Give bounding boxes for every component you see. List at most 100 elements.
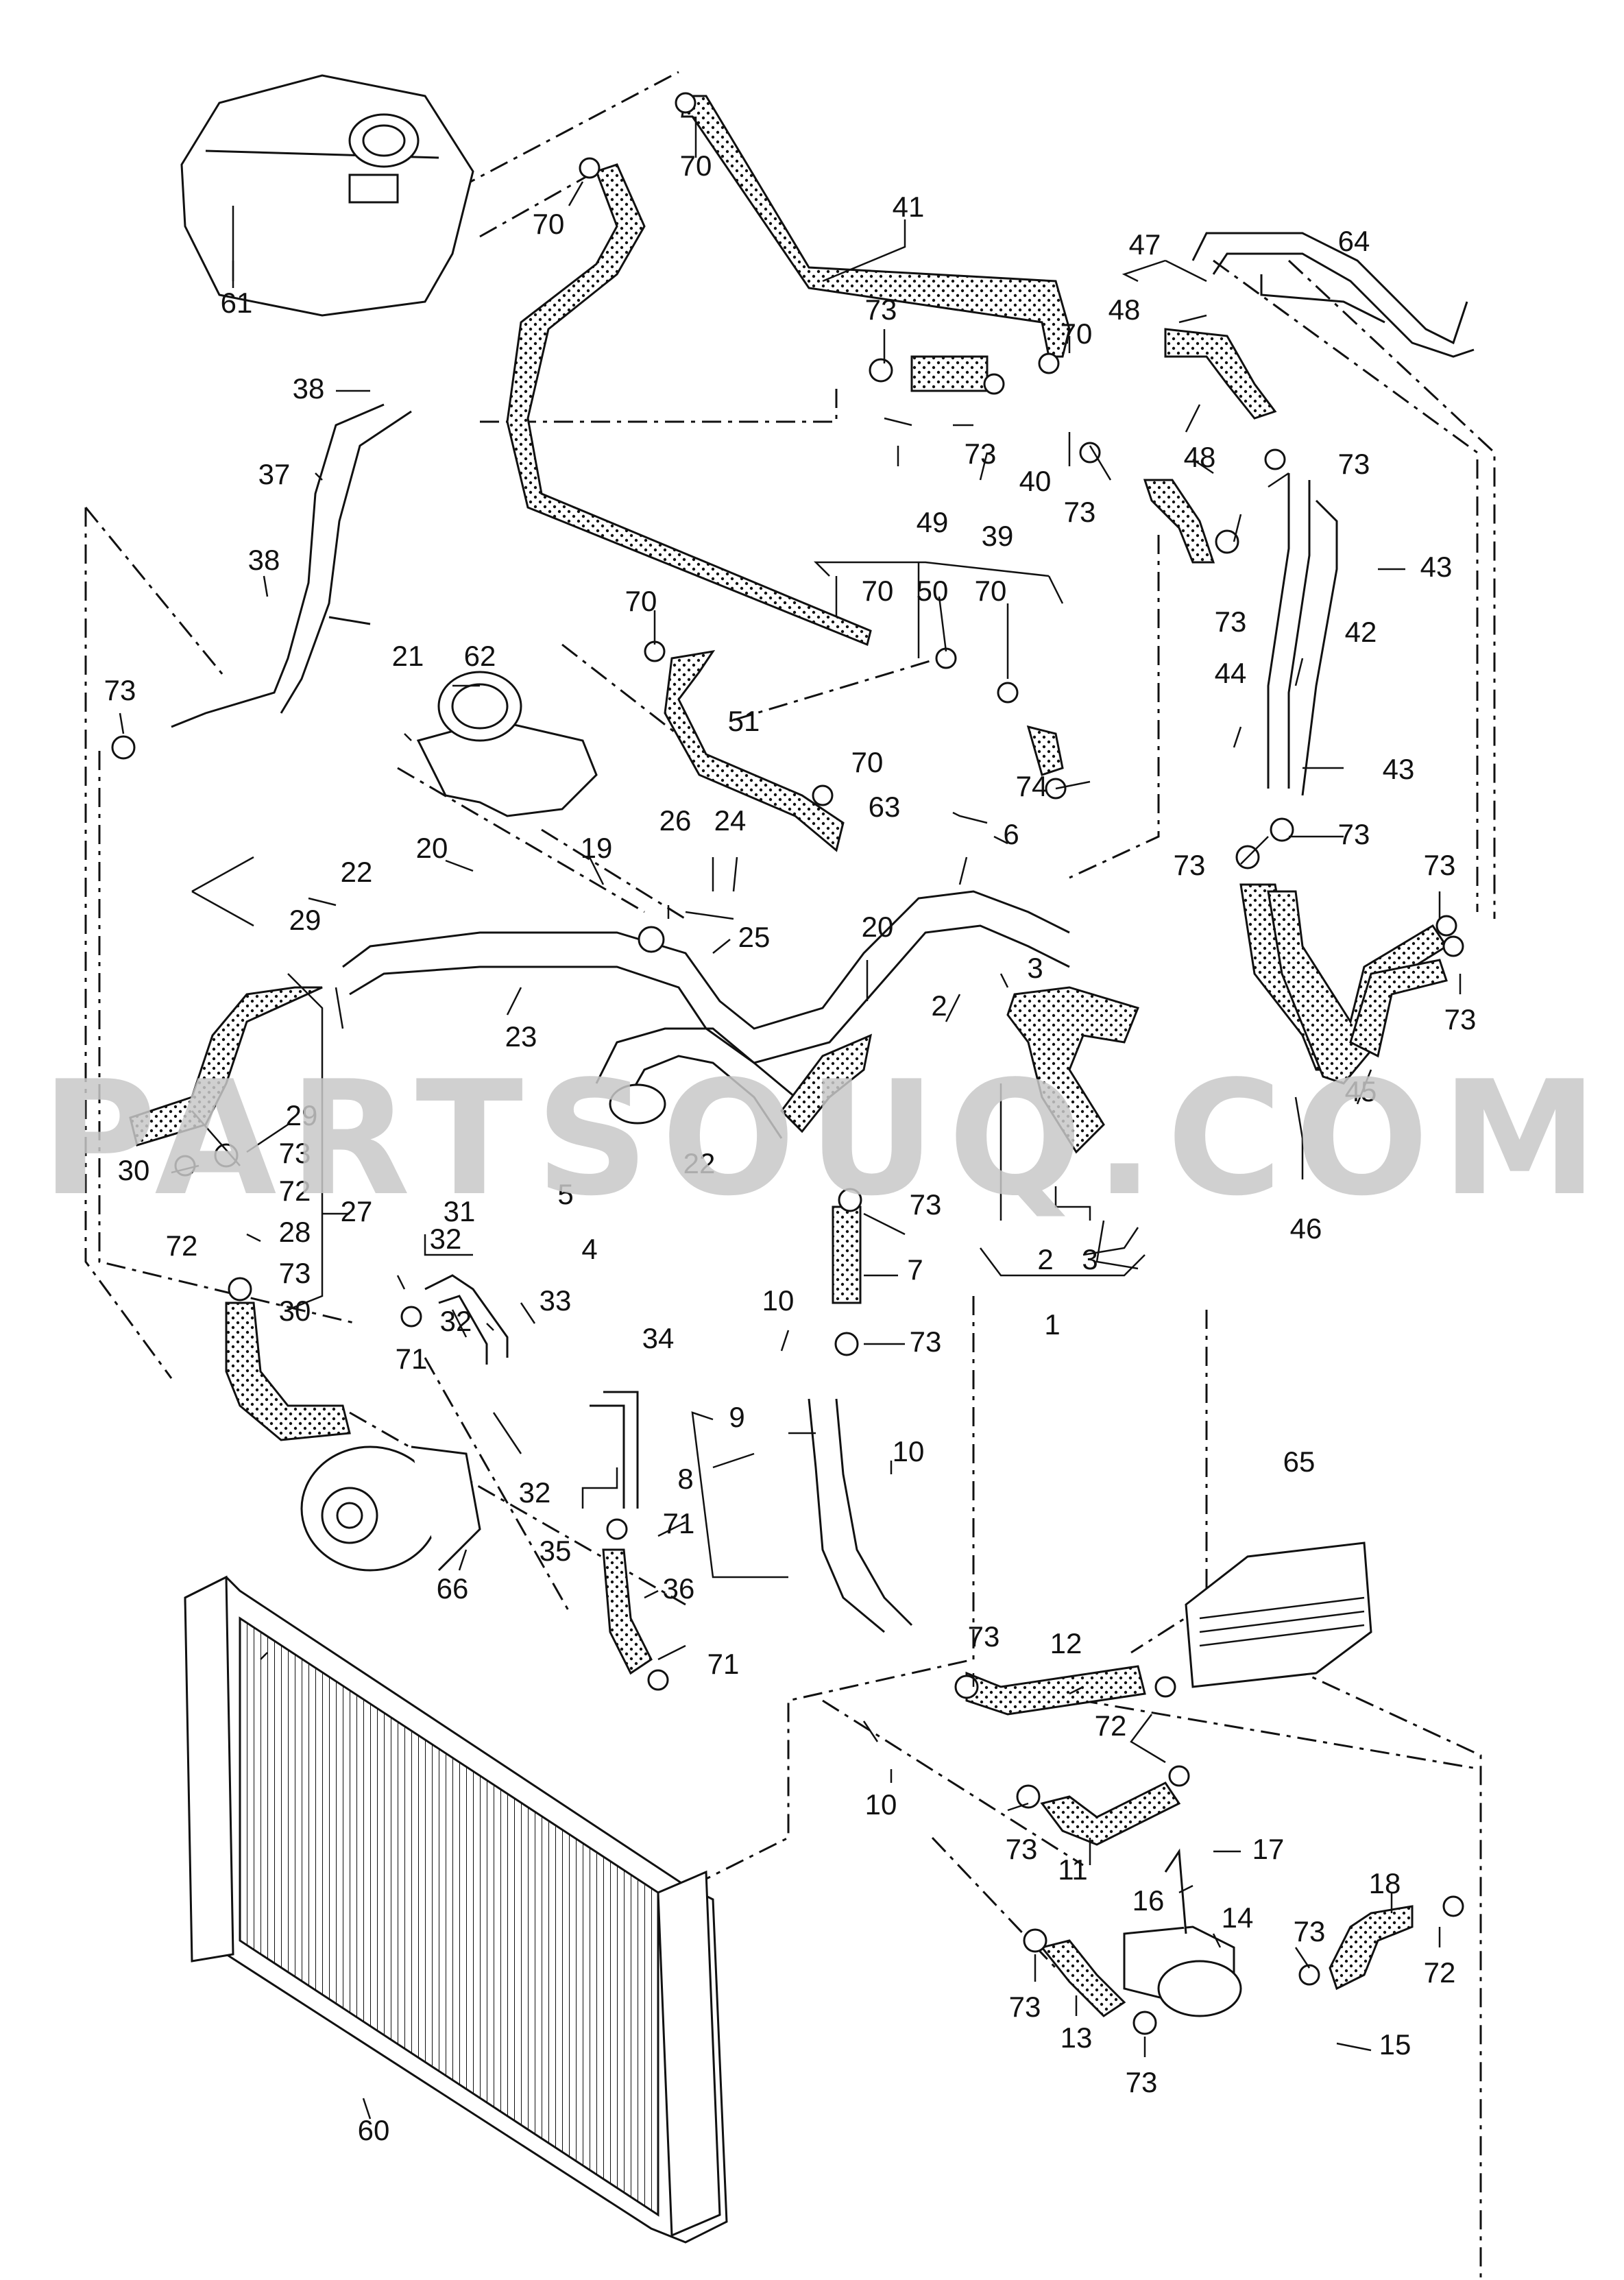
alternator-66: [300, 1445, 481, 1572]
callout-64: 64: [1338, 225, 1370, 257]
callout-32: 32: [440, 1305, 472, 1337]
callout-34: 34: [642, 1322, 675, 1354]
callout-20: 20: [862, 911, 894, 943]
callout-73: 73: [279, 1257, 311, 1289]
callout-13: 13: [1061, 2021, 1093, 2054]
pipe-37: [171, 403, 412, 728]
hose-3: [1006, 986, 1140, 1154]
callout-40: 40: [1019, 465, 1052, 497]
callout-30: 30: [118, 1154, 150, 1186]
hose-39: [910, 355, 989, 392]
pipe-35: [590, 1391, 639, 1509]
callout-74: 74: [1016, 770, 1048, 802]
callout-70: 70: [862, 575, 894, 607]
hose-30-lower: [225, 1301, 351, 1441]
callout-47: 47: [1129, 228, 1161, 261]
callout-73: 73: [279, 1137, 311, 1169]
callout-10: 10: [762, 1284, 795, 1317]
callout-71: 71: [396, 1343, 428, 1375]
callout-3: 3: [1027, 952, 1043, 984]
callout-25: 25: [738, 921, 771, 953]
coolant-pipe-assembly: [342, 890, 1070, 1139]
pipe-64: [1191, 232, 1475, 358]
hose-group-45: [1143, 328, 1449, 1085]
callout-7: 7: [907, 1253, 923, 1286]
callout-26: 26: [659, 804, 692, 837]
callout-20: 20: [416, 832, 448, 864]
callout-38: 38: [293, 372, 325, 405]
callout-14: 14: [1222, 1901, 1254, 1934]
hose-70-main: [506, 163, 872, 647]
hose-18: [1329, 1905, 1414, 1991]
callout-50: 50: [917, 575, 949, 607]
callout-43: 43: [1420, 551, 1453, 583]
callout-72: 72: [166, 1229, 198, 1262]
callout-numbers: 70 70 41 47 48 48 64 61 73 70 73 40 73 7…: [104, 149, 1477, 2146]
callout-45: 45: [1345, 1075, 1377, 1107]
callout-42: 42: [1345, 616, 1377, 648]
callout-72: 72: [279, 1175, 311, 1207]
callout-70: 70: [680, 149, 712, 182]
callout-15: 15: [1379, 2028, 1411, 2061]
callout-48: 48: [1108, 293, 1141, 326]
callout-73: 73: [968, 1620, 1000, 1653]
callout-72: 72: [1095, 1709, 1127, 1742]
hose-30-upper: [129, 986, 323, 1147]
leader-lines: [119, 117, 1462, 2120]
callout-3: 3: [1082, 1243, 1098, 1275]
callout-72: 72: [1424, 1956, 1456, 1989]
callout-66: 66: [437, 1572, 469, 1605]
hose-51: [664, 649, 845, 852]
callout-22: 22: [683, 1147, 716, 1179]
callout-36: 36: [663, 1572, 695, 1605]
callout-32: 32: [430, 1223, 462, 1255]
hose-13: [1040, 1939, 1126, 2017]
callout-2: 2: [1037, 1243, 1053, 1275]
callout-44: 44: [1215, 657, 1247, 689]
radiator-60: [184, 1575, 728, 2244]
callout-9: 9: [729, 1401, 744, 1433]
callout-65: 65: [1283, 1445, 1316, 1478]
callout-1: 1: [1044, 1308, 1060, 1341]
callout-41: 41: [893, 191, 925, 223]
callout-73: 73: [965, 437, 997, 470]
callout-31: 31: [444, 1195, 476, 1227]
callout-73: 73: [1064, 496, 1096, 528]
callout-73: 73: [1215, 605, 1247, 638]
callout-24: 24: [714, 804, 747, 837]
callout-10: 10: [893, 1435, 925, 1467]
callout-48: 48: [1184, 441, 1216, 473]
callout-16: 16: [1132, 1884, 1165, 1917]
callout-32: 32: [519, 1476, 551, 1509]
callout-29: 29: [286, 1099, 318, 1131]
callout-2: 2: [931, 989, 947, 1022]
callout-73: 73: [1126, 2066, 1158, 2098]
callout-51: 51: [728, 705, 760, 737]
callout-71: 71: [663, 1507, 695, 1539]
callout-70: 70: [975, 575, 1007, 607]
callout-11: 11: [1058, 1853, 1088, 1886]
callout-17: 17: [1252, 1833, 1285, 1865]
callout-23: 23: [505, 1020, 537, 1053]
expansion-tank: [180, 74, 474, 317]
callout-28: 28: [279, 1216, 311, 1248]
callout-21: 21: [392, 640, 424, 672]
callout-73: 73: [104, 674, 136, 706]
callout-73: 73: [1338, 818, 1370, 850]
callout-10: 10: [865, 1788, 897, 1821]
callout-35: 35: [540, 1535, 572, 1567]
pipe-8: [808, 1398, 913, 1633]
callout-6: 6: [1003, 818, 1019, 850]
callout-8: 8: [677, 1463, 693, 1495]
callout-19: 19: [581, 832, 613, 864]
callout-62: 62: [464, 640, 496, 672]
callout-38: 38: [248, 544, 280, 576]
callout-73: 73: [1174, 849, 1206, 881]
callout-27: 27: [341, 1195, 373, 1227]
pipe-31: [424, 1274, 509, 1365]
callout-49: 49: [917, 506, 949, 538]
oil-cooler-65: [1185, 1541, 1372, 1688]
callout-37: 37: [258, 458, 291, 490]
callout-18: 18: [1369, 1867, 1401, 1899]
